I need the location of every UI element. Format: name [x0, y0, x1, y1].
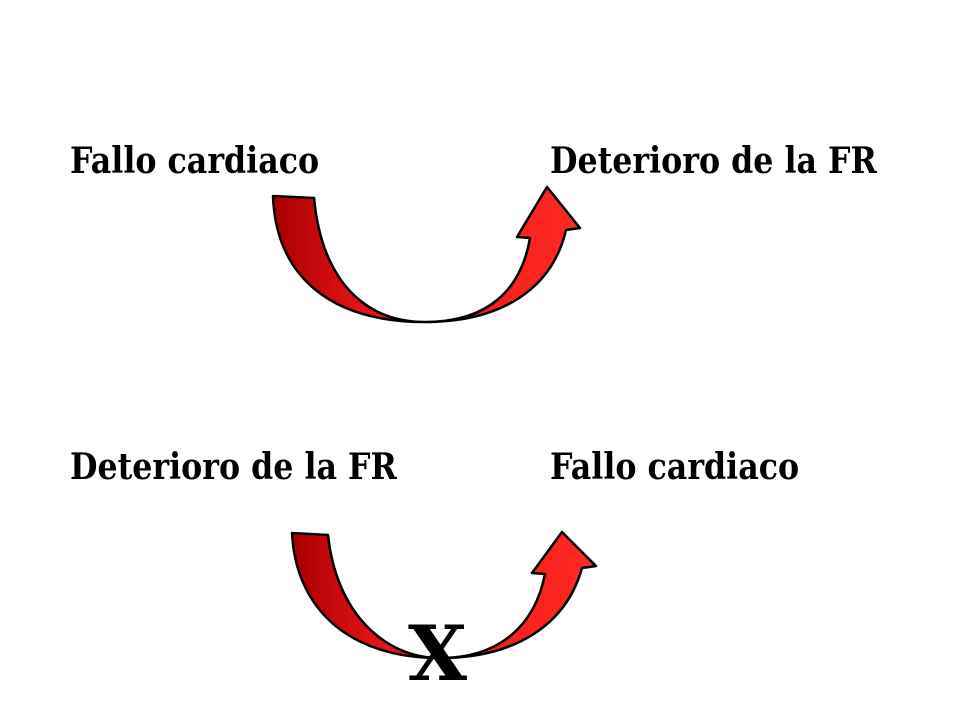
blocked-x-mark: X [408, 609, 467, 698]
top-left-label: Fallo cardiaco [70, 140, 320, 182]
bottom-right-label: Fallo cardiaco [550, 446, 800, 488]
bottom-left-label: Deterioro de la FR [70, 446, 397, 488]
curved-arrow-bottom-inner-edge [327, 534, 441, 659]
curved-arrow-top-inner-edge [313, 197, 426, 323]
top-right-label: Deterioro de la FR [550, 140, 877, 182]
